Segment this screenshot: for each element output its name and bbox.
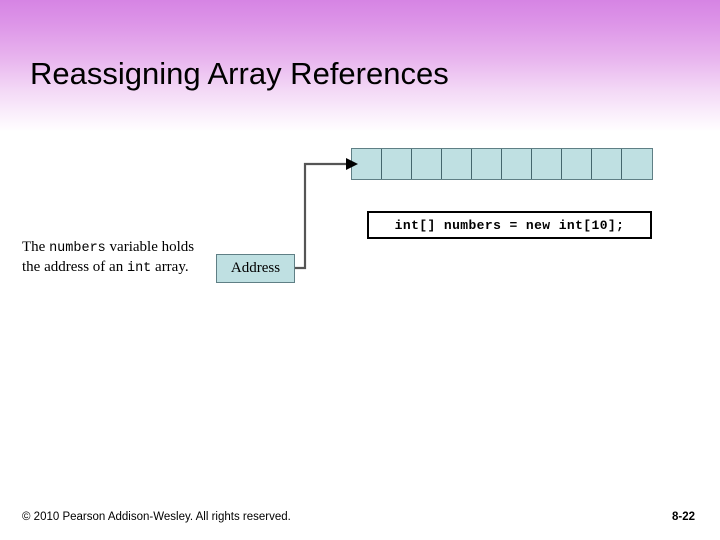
array-diagram bbox=[351, 148, 653, 180]
description-part-3: array. bbox=[151, 259, 189, 275]
array-cell bbox=[502, 149, 532, 179]
code-declaration-text: int[] numbers = new int[10]; bbox=[394, 217, 625, 233]
footer-copyright: © 2010 Pearson Addison-Wesley. All right… bbox=[22, 511, 291, 523]
array-cell bbox=[412, 149, 442, 179]
footer-page-number: 8-22 bbox=[672, 511, 696, 523]
array-cell bbox=[382, 149, 412, 179]
array-cell bbox=[622, 149, 652, 179]
description-code-numbers: numbers bbox=[49, 241, 106, 256]
array-cell bbox=[472, 149, 502, 179]
array-cell bbox=[352, 149, 382, 179]
code-declaration-box: int[] numbers = new int[10]; bbox=[367, 211, 652, 239]
array-cell bbox=[592, 149, 622, 179]
description-code-int: int bbox=[126, 261, 152, 276]
header-gradient-band bbox=[0, 0, 720, 132]
page-title: Reassigning Array References bbox=[30, 56, 449, 91]
description-part-2: variable holds the address of an bbox=[22, 239, 195, 275]
array-cell bbox=[442, 149, 472, 179]
array-cell bbox=[562, 149, 592, 179]
connector-line bbox=[295, 162, 346, 270]
array-cell bbox=[532, 149, 562, 179]
address-box-label: Address bbox=[230, 260, 281, 276]
description-part-1: The bbox=[22, 239, 50, 255]
address-box: Address bbox=[216, 254, 295, 283]
description-paragraph: The numbers variable holds the address o… bbox=[22, 238, 207, 278]
